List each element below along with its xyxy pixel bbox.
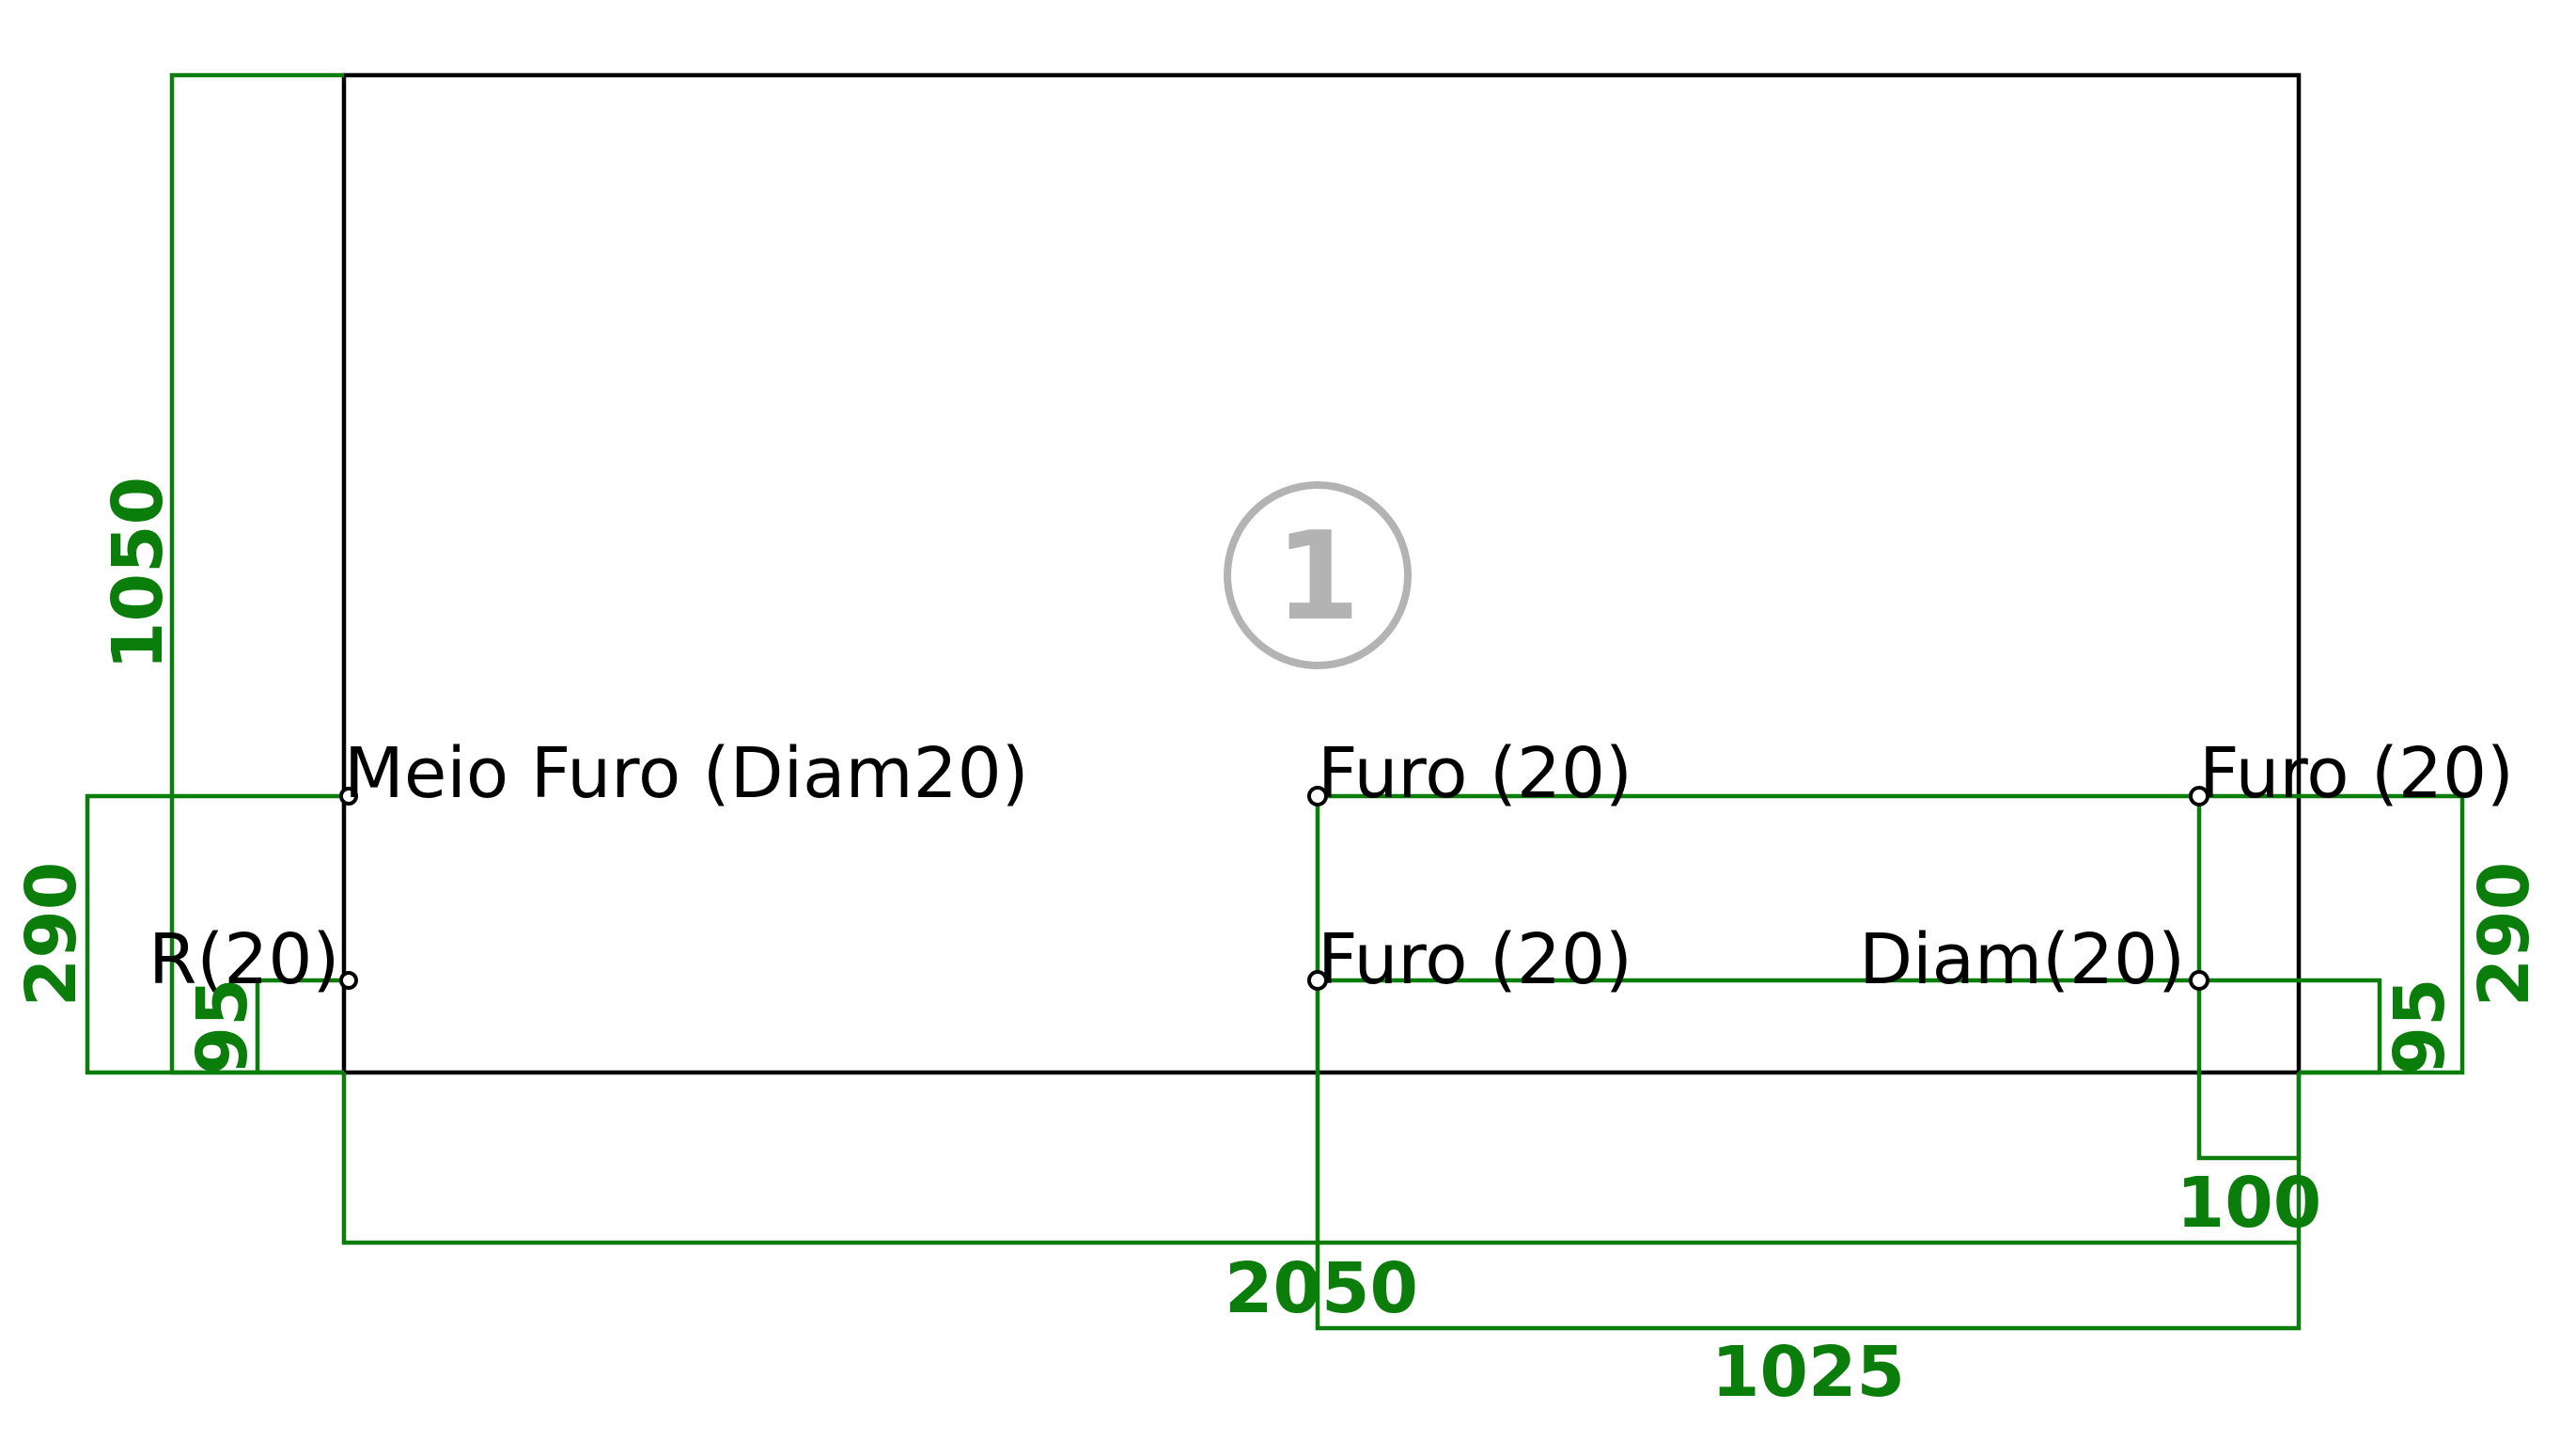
dim-text-2050: 2050 [1225,1248,1418,1329]
dim-text-100: 100 [2177,1163,2321,1244]
dimension-values: 1050 290 95 290 95 100 2050 1025 [11,477,2545,1413]
holes [339,786,2209,991]
dim-line-2050 [341,1072,2302,1245]
badge-circle [1224,481,1412,669]
half-hole-label: Meio Furo (Diam20) [344,733,1029,814]
dim-text-left-95: 95 [182,978,263,1075]
dim-text-left-290: 290 [11,862,92,1007]
dim-line-left-290 [85,793,349,1075]
half-hole-marker [339,787,358,806]
hole-top-right-label: Furo (20) [2199,733,2514,814]
dim-text-1025: 1025 [1711,1332,1905,1413]
dim-line-1025 [1315,980,2302,1331]
dim-text-right-290: 290 [2464,862,2545,1007]
dim-line-100 [2196,796,2302,1161]
radius-label: R(20) [148,919,339,1000]
diameter-marker [2189,970,2209,991]
dim-line-right-95 [1318,978,2382,1075]
dim-text-1050: 1050 [98,477,179,670]
dim-line-left-95 [255,978,349,1072]
hole-top-mid-label: Furo (20) [1318,733,1632,814]
hole-top-right-marker [2189,786,2209,806]
part-number: 1 [1275,505,1360,648]
part-outline [341,72,2302,1075]
radius-marker [339,971,358,990]
hole-low-mid-marker [1307,970,1328,991]
dim-text-right-95: 95 [2380,978,2460,1075]
dimension-lines [85,72,2465,1331]
diameter-label: Diam(20) [1859,919,2185,1000]
hole-low-mid-label: Furo (20) [1318,919,1632,1000]
part-number-badge: 1 [1224,481,1412,669]
hole-top-mid-marker [1307,786,1328,806]
hole-labels: Meio Furo (Diam20) Furo (20) Furo (20) R… [148,733,2514,1000]
